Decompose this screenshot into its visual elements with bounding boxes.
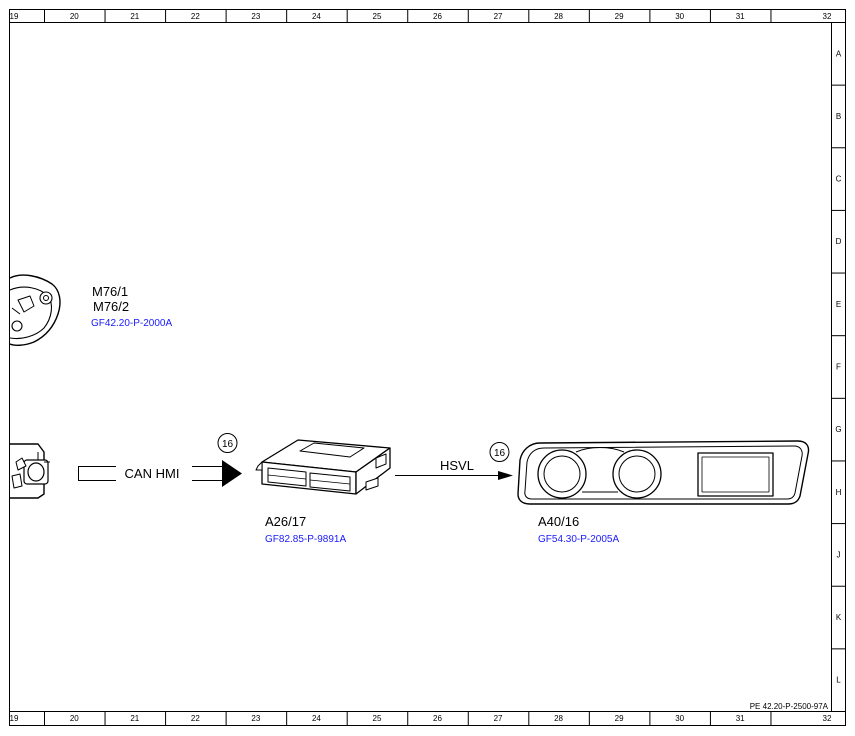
column-label: 25 <box>373 714 382 723</box>
column-label: 19 <box>10 714 19 723</box>
document-id: PE 42.20-P-2500-97A <box>750 702 829 711</box>
column-label: 20 <box>70 12 79 21</box>
m76-reference-link[interactable]: GF42.20-P-2000A <box>91 318 172 329</box>
a26-control-unit-icon <box>255 439 391 495</box>
a40-label: A40/16 <box>538 514 579 529</box>
column-label: 23 <box>251 714 260 723</box>
column-label: 27 <box>494 714 503 723</box>
row-label: F <box>836 363 841 372</box>
sheet-border <box>9 9 846 726</box>
column-label: 32 <box>823 714 832 723</box>
column-label: 27 <box>494 12 503 21</box>
column-label: 21 <box>130 714 139 723</box>
can-bus-arrowhead <box>222 460 242 487</box>
row-label: D <box>836 237 842 246</box>
row-label: J <box>837 550 841 559</box>
column-label: 32 <box>823 12 832 21</box>
column-label: 23 <box>251 12 260 21</box>
column-label: 24 <box>312 714 321 723</box>
column-label: 30 <box>675 12 684 21</box>
column-label: 31 <box>736 12 745 21</box>
column-ticks-top: 19 20 21 22 23 24 25 26 27 28 29 30 31 32 <box>10 10 832 22</box>
column-label: 21 <box>130 12 139 21</box>
hsvl-badge-number: 16 <box>494 448 506 459</box>
row-ticks: A B C D E F G H J K L <box>832 49 846 685</box>
m76-component-icon <box>9 274 61 347</box>
row-label: H <box>836 488 842 497</box>
column-label: 20 <box>70 714 79 723</box>
column-ticks-bottom: 19 20 21 22 23 24 25 26 27 28 29 30 31 32 <box>10 712 832 725</box>
column-label: 22 <box>191 714 200 723</box>
m76-label-1: M76/1 <box>92 284 128 299</box>
a26-label: A26/17 <box>265 514 306 529</box>
column-label: 19 <box>10 12 19 21</box>
can-badge-number: 16 <box>222 439 234 450</box>
hsvl-connection: HSVL 16 <box>395 442 513 480</box>
row-label: K <box>836 613 842 622</box>
column-label: 28 <box>554 12 563 21</box>
column-label: 25 <box>373 12 382 21</box>
column-label: 28 <box>554 714 563 723</box>
column-label: 29 <box>615 714 624 723</box>
column-label: 22 <box>191 12 200 21</box>
hsvl-badge-circle <box>489 442 510 462</box>
row-label: E <box>836 300 841 309</box>
m76-label-2: M76/2 <box>93 299 129 314</box>
column-label: 29 <box>615 12 624 21</box>
column-label: 26 <box>433 714 442 723</box>
hsvl-arrowhead <box>498 471 513 480</box>
row-label: G <box>835 425 841 434</box>
ignition-switch-icon <box>10 443 50 499</box>
a40-instrument-display-icon <box>517 440 810 505</box>
a40-reference-link[interactable]: GF54.30-P-2005A <box>538 534 619 545</box>
row-label: L <box>836 676 841 685</box>
row-label: C <box>836 175 842 184</box>
can-hmi-bus: CAN HMI 16 <box>78 433 242 487</box>
a26-reference-link[interactable]: GF82.85-P-9891A <box>265 534 346 545</box>
column-label: 31 <box>736 714 745 723</box>
can-badge-circle <box>217 433 238 453</box>
column-label: 26 <box>433 12 442 21</box>
column-label: 24 <box>312 12 321 21</box>
column-label: 30 <box>675 714 684 723</box>
can-bus-label: CAN HMI <box>125 466 180 481</box>
row-label: B <box>836 112 841 121</box>
hsvl-label: HSVL <box>440 458 474 473</box>
row-label: A <box>836 49 842 58</box>
